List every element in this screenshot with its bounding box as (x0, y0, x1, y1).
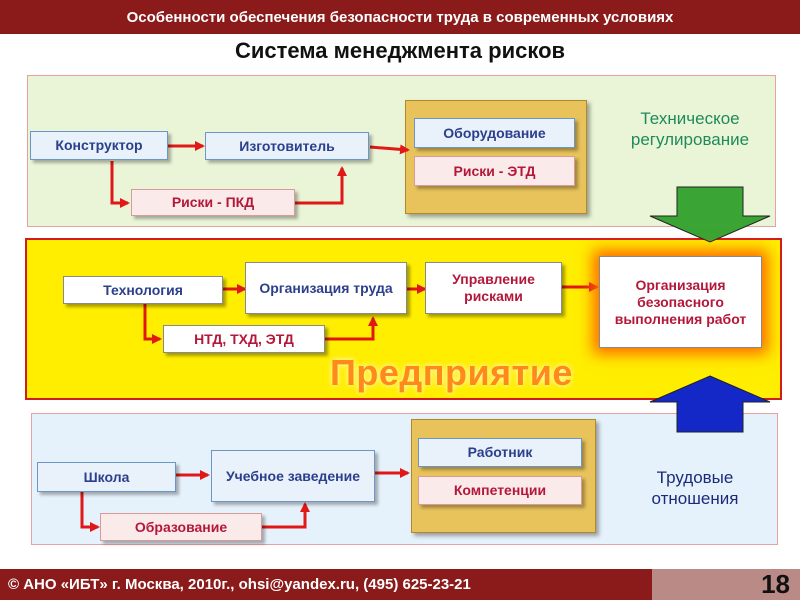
labor-organization-box: Организация труда (245, 262, 407, 314)
arrow-technology-ntd (143, 304, 162, 344)
header-title: Особенности обеспечения безопасности тру… (126, 8, 674, 26)
footer-text: © АНО «ИБТ» г. Москва, 2010г., ohsi@yand… (8, 576, 471, 593)
ntd-box: НТД, ТХД, ЭТД (163, 325, 325, 353)
arrow-constructor-risks-pkd (110, 161, 130, 208)
page-title: Система менеджмента рисков (234, 38, 566, 63)
technology-box: Технология (63, 276, 223, 304)
safe-work-organization-box: Организация безопасного выполнения работ (599, 256, 762, 348)
constructor-box: Конструктор (30, 131, 168, 160)
header-bar: Особенности обеспечения безопасности тру… (0, 0, 800, 34)
educational-institution-box: Учебное заведение (211, 450, 375, 502)
labor-relations-label: Трудовые отношения (651, 468, 739, 508)
green-down-arrow (649, 186, 771, 243)
competencies-box: Компетенции (418, 476, 582, 505)
school-box: Школа (37, 462, 176, 492)
arrow-school-education (80, 492, 100, 532)
arrow-manufacturer-equipment (369, 144, 410, 155)
equipment-box: Оборудование (414, 118, 575, 148)
risks-pkd-box: Риски - ПКД (131, 189, 295, 216)
arrow-risks-pkd-manufacturer (295, 166, 347, 205)
enterprise-label: Предприятие (330, 352, 573, 393)
page-number-box: 18 (652, 569, 800, 600)
page-number: 18 (761, 569, 790, 599)
technical-regulation-label: Техническое регулирование (630, 109, 750, 149)
education-box: Образование (100, 513, 262, 541)
risks-etd-box: Риски - ЭТД (414, 156, 575, 186)
risk-management-box: Управление рисками (425, 262, 562, 314)
manufacturer-box: Изготовитель (205, 132, 369, 160)
arrow-ntd-labor (325, 316, 378, 341)
blue-up-arrow (649, 375, 771, 433)
worker-box: Работник (418, 438, 582, 467)
arrow-education-edu (262, 502, 310, 529)
